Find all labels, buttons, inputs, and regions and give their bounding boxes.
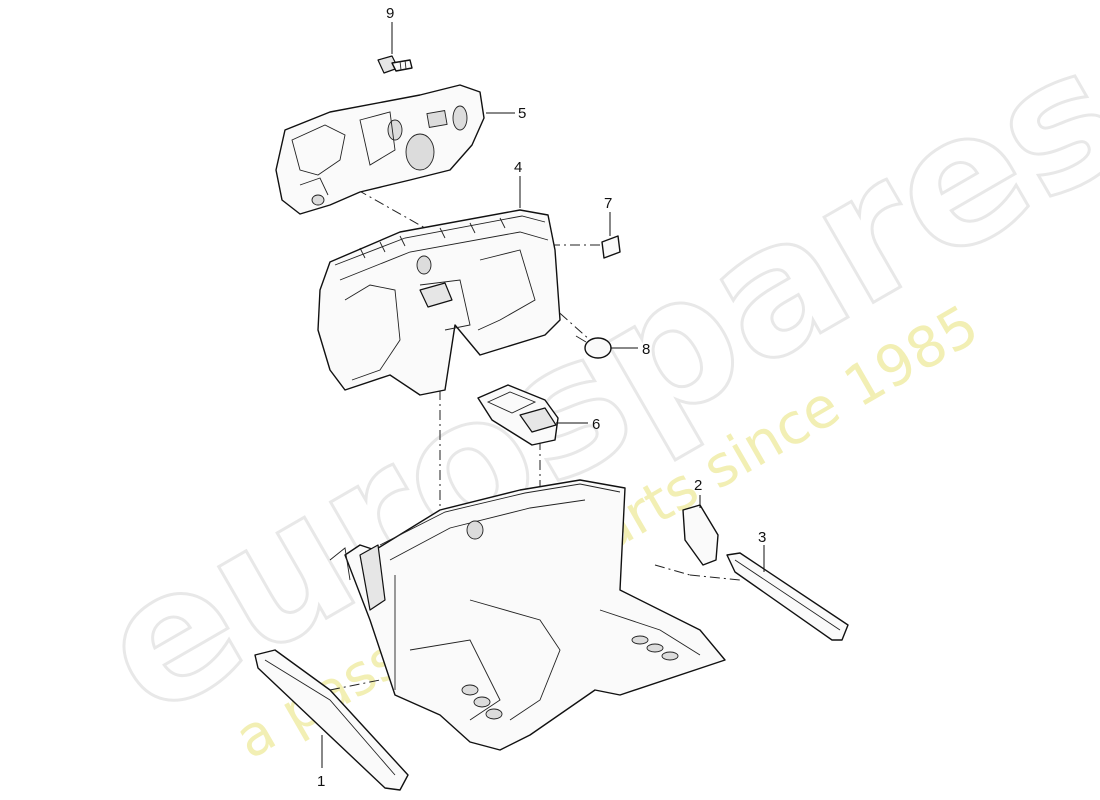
bracket-part xyxy=(477,384,559,446)
leader-lines xyxy=(321,22,765,768)
bulkhead-part xyxy=(317,209,561,396)
insulation-panel-part xyxy=(275,84,485,215)
body-floor-part xyxy=(329,479,726,751)
callout-8: 8 xyxy=(642,341,650,358)
side-panel-right-part xyxy=(726,552,849,641)
pad-part xyxy=(682,504,719,566)
callout-5: 5 xyxy=(518,105,526,122)
callout-1: 1 xyxy=(317,773,325,790)
callout-6: 6 xyxy=(592,416,600,433)
callout-2: 2 xyxy=(694,477,702,494)
callout-3: 3 xyxy=(758,529,766,546)
callout-9: 9 xyxy=(386,5,394,22)
bolt-part xyxy=(377,55,413,74)
callout-labels: 9 5 4 7 8 6 2 3 1 xyxy=(317,5,766,790)
callout-4: 4 xyxy=(514,159,522,176)
clip-part xyxy=(601,235,621,259)
callout-7: 7 xyxy=(604,195,612,212)
side-panel-left-part xyxy=(254,649,409,791)
